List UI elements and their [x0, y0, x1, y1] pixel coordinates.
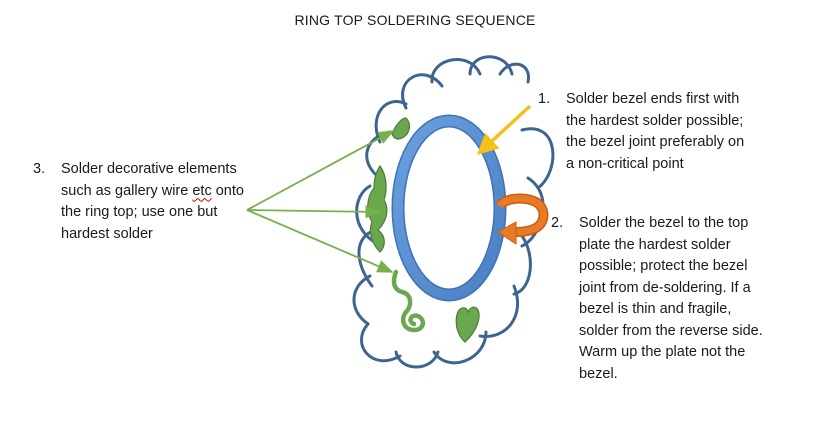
bezel-ring — [391, 114, 507, 302]
step-2-line: solder from the reverse side. — [579, 322, 763, 339]
step-3-line: the ring top; use one but — [61, 204, 218, 220]
step-2-line: bezel is thin and fragile, — [579, 301, 732, 317]
pointer-arrow-large-leaf — [246, 205, 382, 219]
step-2-line: bezel. — [579, 365, 618, 382]
pointer-arrow-scroll — [246, 209, 394, 273]
step-3-line: such as gallery wire etc onto — [61, 181, 244, 203]
step-1-number: 1. — [538, 91, 551, 107]
step-2-line: joint from de-soldering. If a — [579, 279, 751, 296]
step-3-line-segment: onto — [211, 182, 244, 199]
step-2-line: Solder the bezel to the top — [579, 215, 749, 231]
step-1-line: Solder bezel ends first with — [566, 91, 740, 107]
heart-icon — [455, 306, 480, 343]
step-3-line: hardest solder — [61, 225, 153, 242]
step-3-line: Solder decorative elements — [61, 161, 237, 177]
curved-arrow-icon — [495, 193, 549, 245]
step-2-line: Warm up the plate not the — [579, 344, 746, 360]
spellcheck-underlined-word: etc — [192, 182, 212, 199]
step-1-text: Solder bezel ends first with the hardest… — [566, 89, 744, 175]
decorative-elements — [367, 117, 480, 343]
step-3-line-segment: such as gallery wire — [61, 182, 189, 199]
step3-pointer-arrows — [246, 130, 395, 273]
step-2-text: Solder the bezel to the top plate the ha… — [579, 213, 763, 385]
step-2-line: plate the hardest solder — [579, 236, 731, 253]
step1-pointer-arrow — [476, 104, 532, 155]
step-1-line: the bezel joint preferably on — [566, 134, 745, 150]
decorative-scroll — [391, 269, 426, 333]
step-2-number: 2. — [551, 215, 564, 231]
pointer-arrow-leaf — [246, 130, 395, 211]
step-3-text: Solder decorative elements such as galle… — [61, 159, 244, 245]
step-2-line: possible; protect the bezel — [579, 258, 748, 274]
step-1-line: the hardest solder possible; — [566, 112, 744, 129]
step-3-number: 3. — [33, 161, 46, 177]
step-1-line: a non-critical point — [566, 155, 684, 172]
diagram-title: RING TOP SOLDERING SEQUENCE — [294, 12, 536, 28]
decorative-leaf-small — [391, 117, 411, 140]
